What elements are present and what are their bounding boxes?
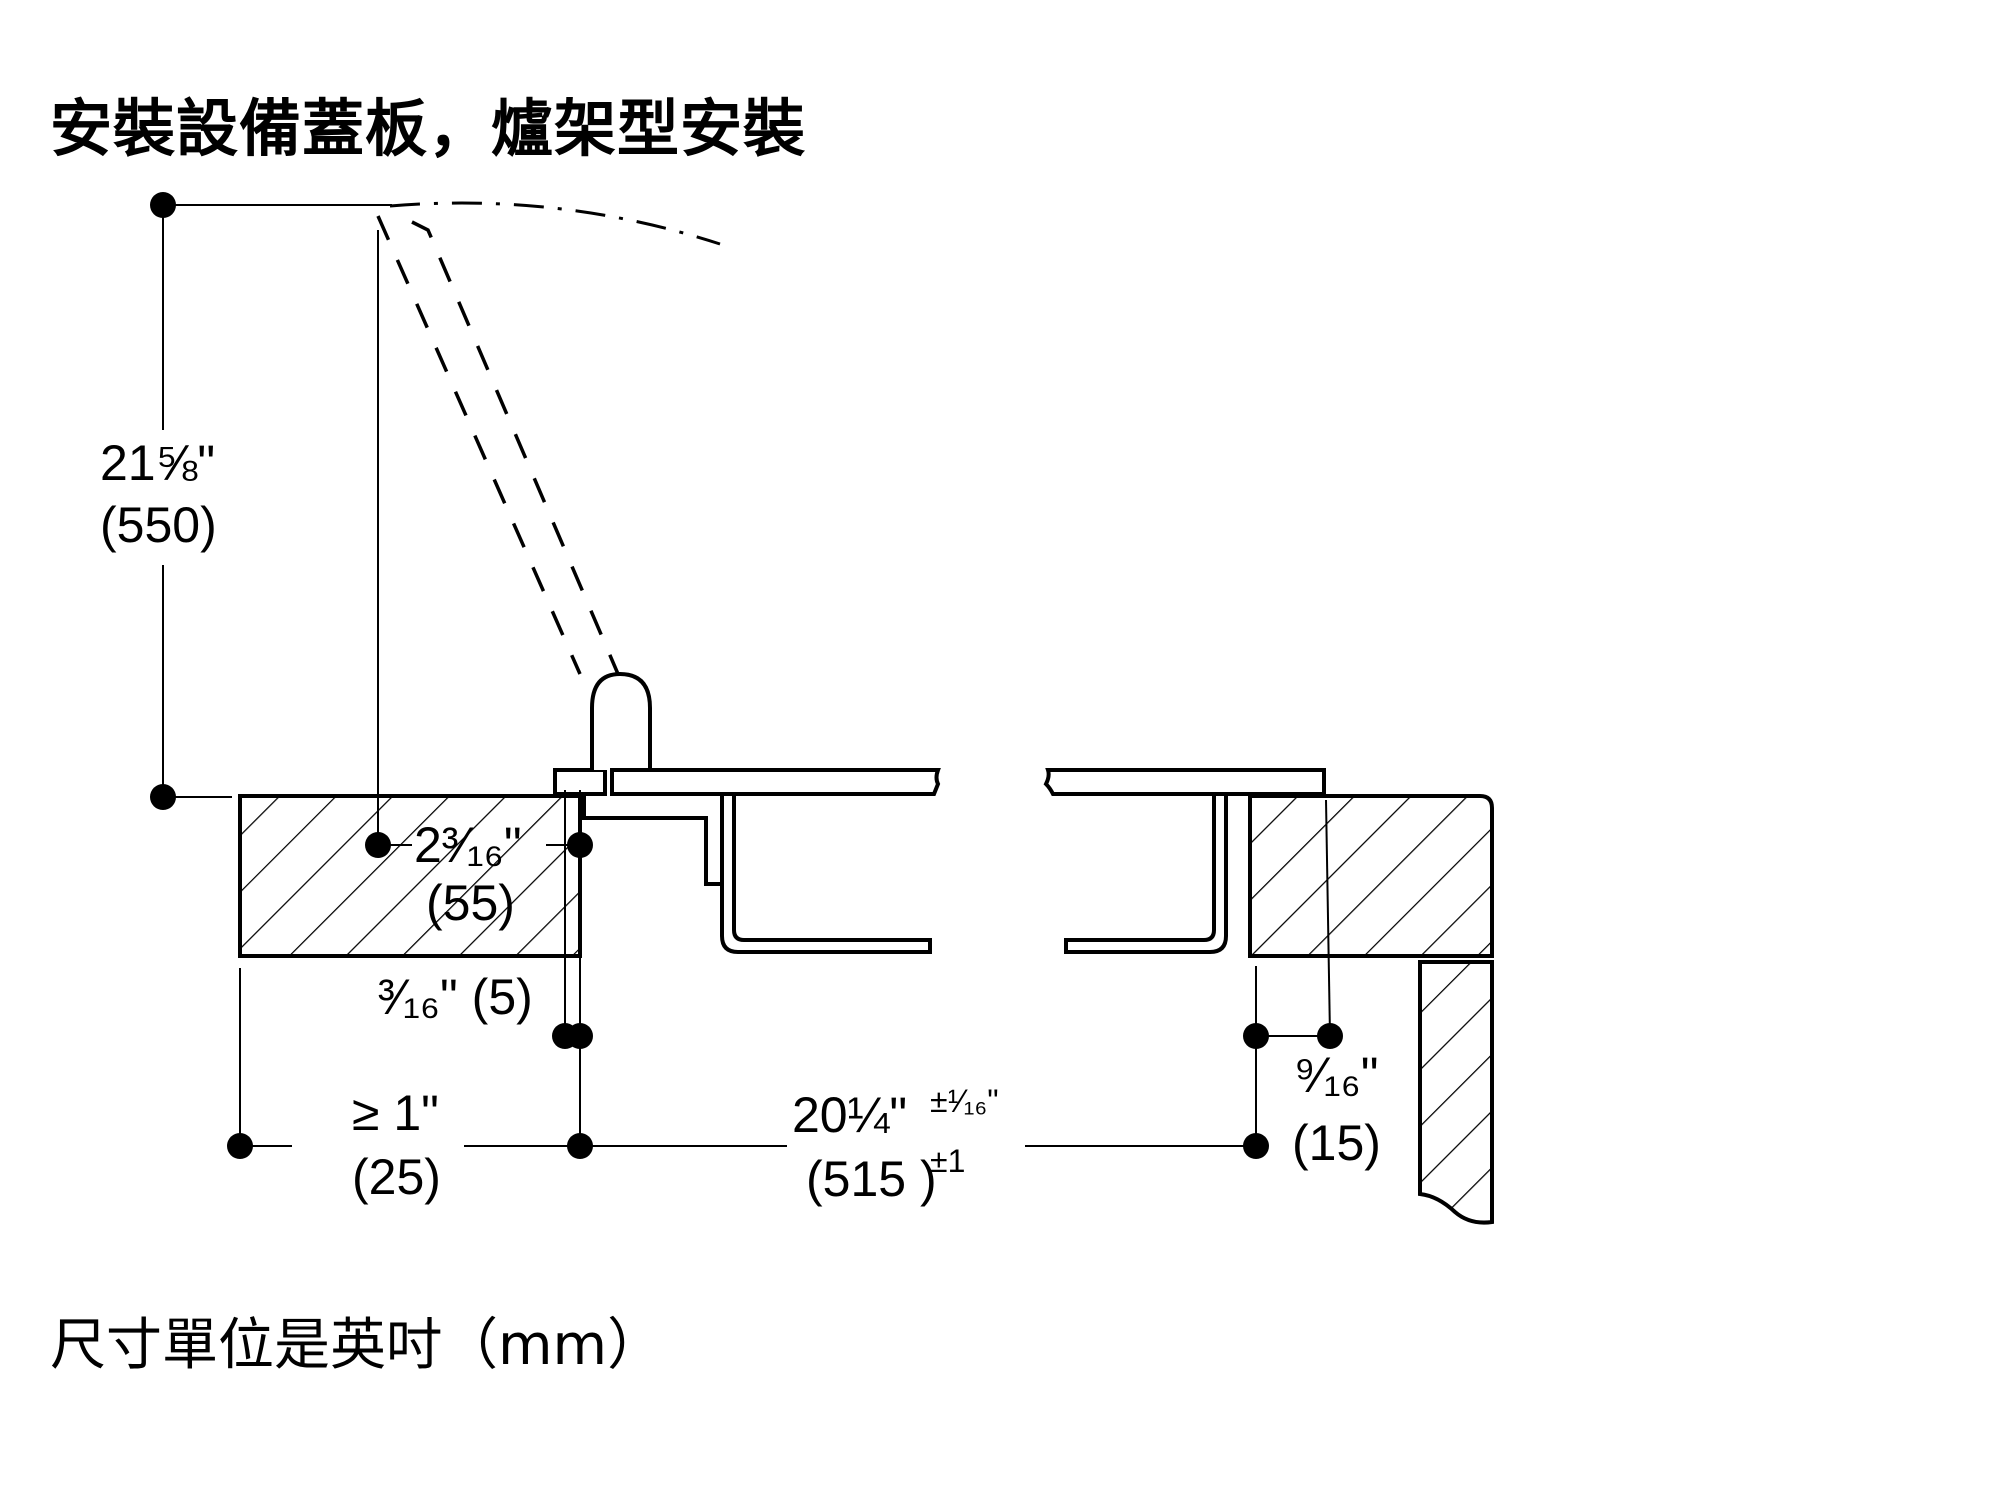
overlap-imperial: ⁹⁄₁₆" bbox=[1294, 1047, 1379, 1103]
hinge-offset-metric: (55) bbox=[426, 875, 515, 931]
dimension-dot bbox=[567, 1133, 593, 1159]
cutout-width-tolerance-imperial: ±¹⁄₁₆" bbox=[930, 1083, 999, 1119]
cutout-width-metric: (515 ) bbox=[806, 1151, 937, 1207]
dimension-dot bbox=[1243, 1133, 1269, 1159]
left-cooktop-body bbox=[720, 796, 932, 954]
overlap-metric: (15) bbox=[1292, 1115, 1381, 1171]
cutout-width-tolerance-metric: ±1 bbox=[930, 1143, 965, 1179]
lid-open-position-outline bbox=[376, 215, 620, 675]
min-clearance-imperial: ≥ 1" bbox=[352, 1085, 439, 1141]
hinge-offset-imperial: 2³⁄₁₆" bbox=[414, 817, 522, 873]
dimension-dot bbox=[150, 784, 176, 810]
edge-gap-label: ³⁄₁₆" (5) bbox=[378, 969, 533, 1025]
cutout-width-imperial: 20¼" bbox=[792, 1087, 907, 1143]
right-countertop-section bbox=[1248, 794, 1494, 958]
cooktop-glass-left bbox=[610, 768, 941, 796]
cooktop-glass-right bbox=[1043, 768, 1326, 796]
dimension-dot bbox=[1317, 1023, 1343, 1049]
units-footnote: 尺寸單位是英吋（mm） bbox=[50, 1313, 664, 1378]
lid-height-imperial: 21⅝" bbox=[100, 435, 215, 491]
hinge-block bbox=[553, 768, 607, 796]
dimension-dots bbox=[150, 192, 1343, 1159]
dimension-dot bbox=[365, 832, 391, 858]
dimension-dot bbox=[150, 192, 176, 218]
left-countertop-section bbox=[238, 794, 582, 958]
diagram-title: 安裝設備蓋板，爐架型安裝 bbox=[50, 92, 807, 165]
dimension-dot bbox=[567, 832, 593, 858]
dimension-dot bbox=[567, 1023, 593, 1049]
dimension-dot bbox=[227, 1133, 253, 1159]
lid-hinge-knob bbox=[590, 671, 652, 770]
left-mounting-bracket bbox=[582, 796, 724, 886]
min-clearance-metric: (25) bbox=[352, 1149, 441, 1205]
dimension-lines bbox=[162, 204, 1331, 1147]
lid-swing-arc bbox=[389, 201, 721, 246]
dimension-dot bbox=[1243, 1023, 1269, 1049]
lid-height-metric: (550) bbox=[100, 497, 217, 553]
cabinet-side-panel bbox=[1418, 960, 1494, 1225]
right-cooktop-body bbox=[1064, 796, 1228, 954]
